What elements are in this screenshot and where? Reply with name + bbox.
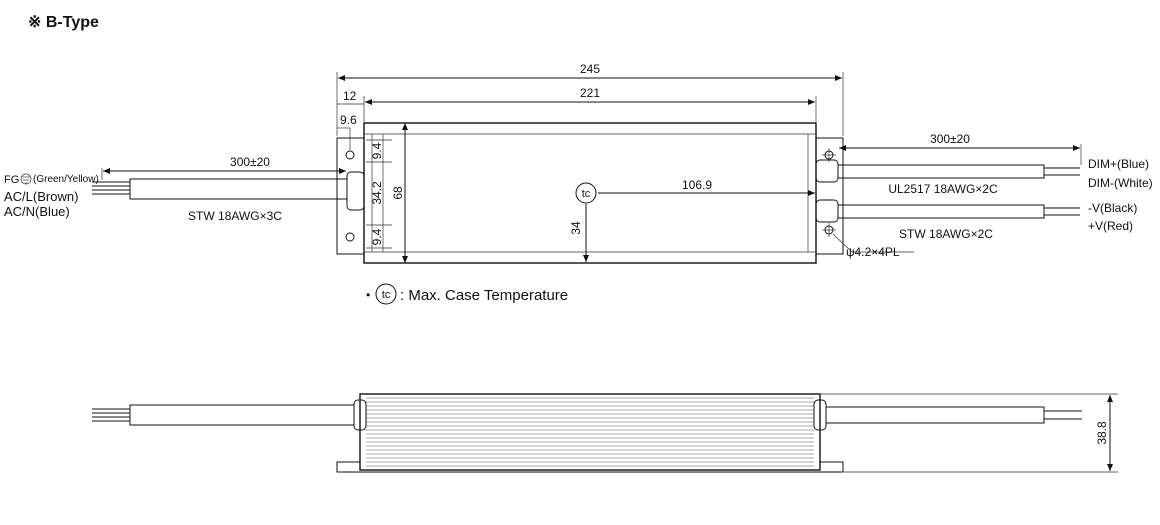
- dim-overall-length: 245: [580, 62, 600, 76]
- input-cable-spec: STW 18AWG×3C: [188, 209, 282, 223]
- dim-offset-12: 12: [343, 89, 357, 103]
- side-view: 38.8: [92, 393, 1118, 473]
- dim-tc-y: 34: [569, 221, 583, 235]
- ground-icon: [20, 173, 32, 185]
- diagram-title: ※ B-Type: [28, 14, 99, 31]
- dim-cable-spec: UL2517 18AWG×2C: [888, 182, 998, 196]
- left-mount-tab: [336, 137, 366, 255]
- side-body: [359, 393, 821, 471]
- mount-hole: [345, 150, 355, 160]
- hole-callout: ψ4.2×4PL: [846, 245, 900, 259]
- note-text: : Max. Case Temperature: [400, 287, 568, 304]
- note-bullet: •: [366, 288, 370, 302]
- mount-hole: [345, 232, 355, 242]
- dc-gland: [815, 199, 839, 223]
- dim-cable: [837, 164, 1045, 179]
- side-output-cable: [825, 406, 1045, 424]
- tc-note: • tc : Max. Case Temperature: [366, 283, 568, 305]
- heat-sink-fins: [366, 397, 814, 467]
- input-cable: [129, 178, 348, 200]
- tc-label: tc: [582, 188, 591, 200]
- tc-point-icon: [575, 182, 597, 204]
- dim-minus-label: DIM-(White): [1088, 176, 1153, 190]
- fg-label: FG: [4, 174, 19, 186]
- side-input-cable: [129, 404, 355, 426]
- v-minus-label: -V(Black): [1088, 201, 1137, 215]
- dim-gland: [815, 159, 839, 183]
- dim-side-height: 38.8: [1095, 421, 1109, 445]
- dim-34-2: 34.2: [370, 181, 384, 205]
- dim-68: 68: [391, 186, 405, 200]
- dim-offset-9-6: 9.6: [340, 113, 357, 127]
- ac-l-label: AC/L(Brown): [4, 189, 78, 204]
- v-plus-label: +V(Red): [1088, 219, 1133, 233]
- input-gland: [346, 171, 365, 211]
- dim-tc-x: 106.9: [682, 178, 712, 192]
- dc-cable: [837, 204, 1045, 219]
- output-length: 300±20: [930, 132, 970, 146]
- top-view: tc 245 221 12 9.6 9.4 34.2 68 9.4 106.9: [4, 62, 1153, 264]
- dim-case-length: 221: [580, 86, 600, 100]
- dim-9-4-bottom: 9.4: [370, 228, 384, 245]
- tc-note-symbol: tc: [382, 289, 391, 301]
- ac-n-label: AC/N(Blue): [4, 204, 70, 219]
- input-length: 300±20: [230, 155, 270, 169]
- dc-cable-spec: STW 18AWG×2C: [899, 227, 993, 241]
- dim-plus-label: DIM+(Blue): [1088, 157, 1149, 171]
- fg-color-label: (Green/Yellow): [33, 174, 99, 185]
- tc-note-icon: [375, 283, 397, 305]
- dim-9-4-top: 9.4: [370, 142, 384, 159]
